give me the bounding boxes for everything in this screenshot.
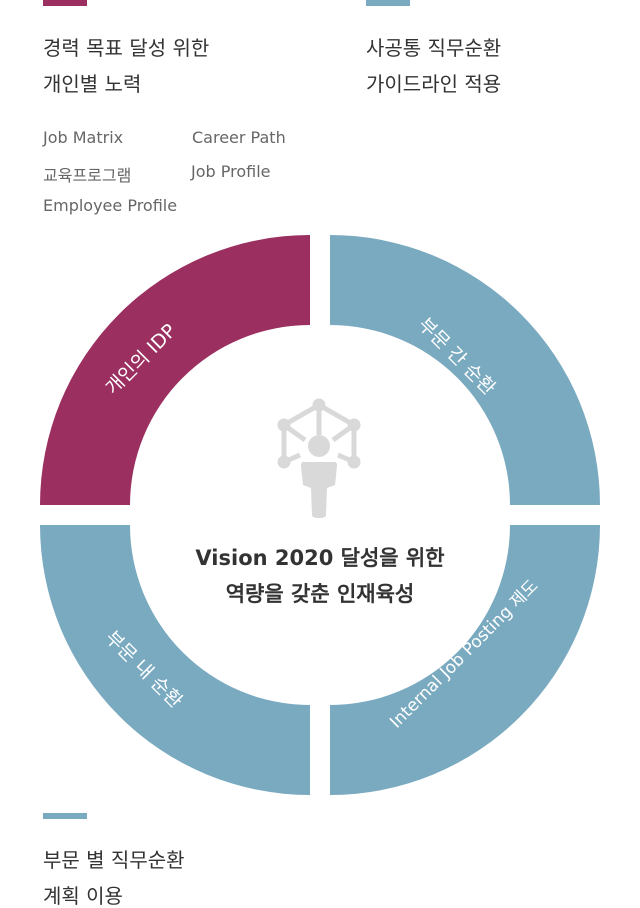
top-left-heading: 경력 목표 달성 위한 개인별 노력 [43, 30, 209, 102]
quadrant-inter-division [330, 235, 600, 505]
heading-line: 계획 이용 [43, 884, 123, 908]
heading-line: 개인별 노력 [43, 72, 142, 96]
quadrant-individual-idp [40, 235, 310, 505]
center-text: Vision 2020 달성을 위한 역량을 갖춘 인재육성 [160, 540, 480, 612]
quadrant-intra-division [40, 525, 310, 795]
accent-bar-blue-bottom [43, 813, 87, 819]
heading-line: 부문 별 직무순환 [43, 848, 185, 872]
center-line: Vision 2020 달성을 위한 [195, 546, 445, 570]
quadrant-internal-job-posting [330, 525, 600, 795]
item-job-matrix: Job Matrix [43, 128, 124, 147]
item-employee-profile: Employee Profile [43, 196, 178, 215]
bottom-left-heading: 부문 별 직무순환 계획 이용 [43, 842, 185, 908]
center-line: 역량을 갖춘 인재육성 [225, 582, 415, 606]
person-network-icon [277, 398, 361, 518]
item-education: 교육프로그램 [43, 166, 132, 185]
top-right-heading: 사공통 직무순환 가이드라인 적용 [366, 30, 501, 102]
heading-line: 경력 목표 달성 위한 [43, 36, 210, 60]
accent-bar-blue [366, 0, 410, 6]
accent-bar-magenta [43, 0, 87, 6]
heading-line: 사공통 직무순환 [366, 36, 502, 60]
item-job-profile: Job Profile [191, 162, 271, 181]
item-career-path: Career Path [192, 128, 286, 147]
heading-line: 가이드라인 적용 [366, 72, 502, 96]
